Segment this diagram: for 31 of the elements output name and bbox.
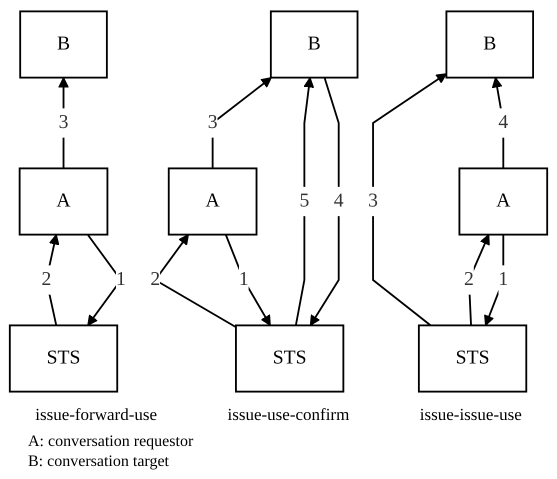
node-box: B <box>19 10 108 79</box>
arrow <box>58 77 69 168</box>
node-box: A <box>168 167 258 236</box>
arrow <box>224 234 271 326</box>
legend-note: A: conversation requestor <box>28 433 194 451</box>
edge-label: 1 <box>238 268 249 290</box>
edge-label: 2 <box>464 268 474 290</box>
edge-label: 3 <box>58 112 68 133</box>
node-box: B <box>270 10 358 79</box>
arrow <box>294 77 314 326</box>
node-box: STS <box>8 324 118 393</box>
edge-label: 3 <box>368 190 378 212</box>
diagram-caption: issue-issue-use <box>420 405 522 425</box>
diagram-caption: issue-forward-use <box>35 405 158 425</box>
arrow <box>372 73 447 326</box>
node-box: A <box>18 167 108 236</box>
edge-label: 2 <box>41 268 52 290</box>
node-box: A <box>458 167 548 236</box>
legend-note: B: conversation target <box>28 453 170 471</box>
edge-label: 4 <box>498 112 508 133</box>
diagram-caption: issue-use-confirm <box>228 405 350 425</box>
edge-label: 5 <box>299 190 310 212</box>
edge-label: 2 <box>150 268 160 290</box>
edge-label: 1 <box>498 268 508 290</box>
edge-label: 4 <box>334 190 344 212</box>
node-box: STS <box>235 324 344 393</box>
arrow <box>310 77 340 326</box>
node-box: B <box>445 10 534 79</box>
edge-label: 1 <box>116 268 126 290</box>
node-box: STS <box>418 324 528 393</box>
edge-label: 3 <box>208 112 218 133</box>
